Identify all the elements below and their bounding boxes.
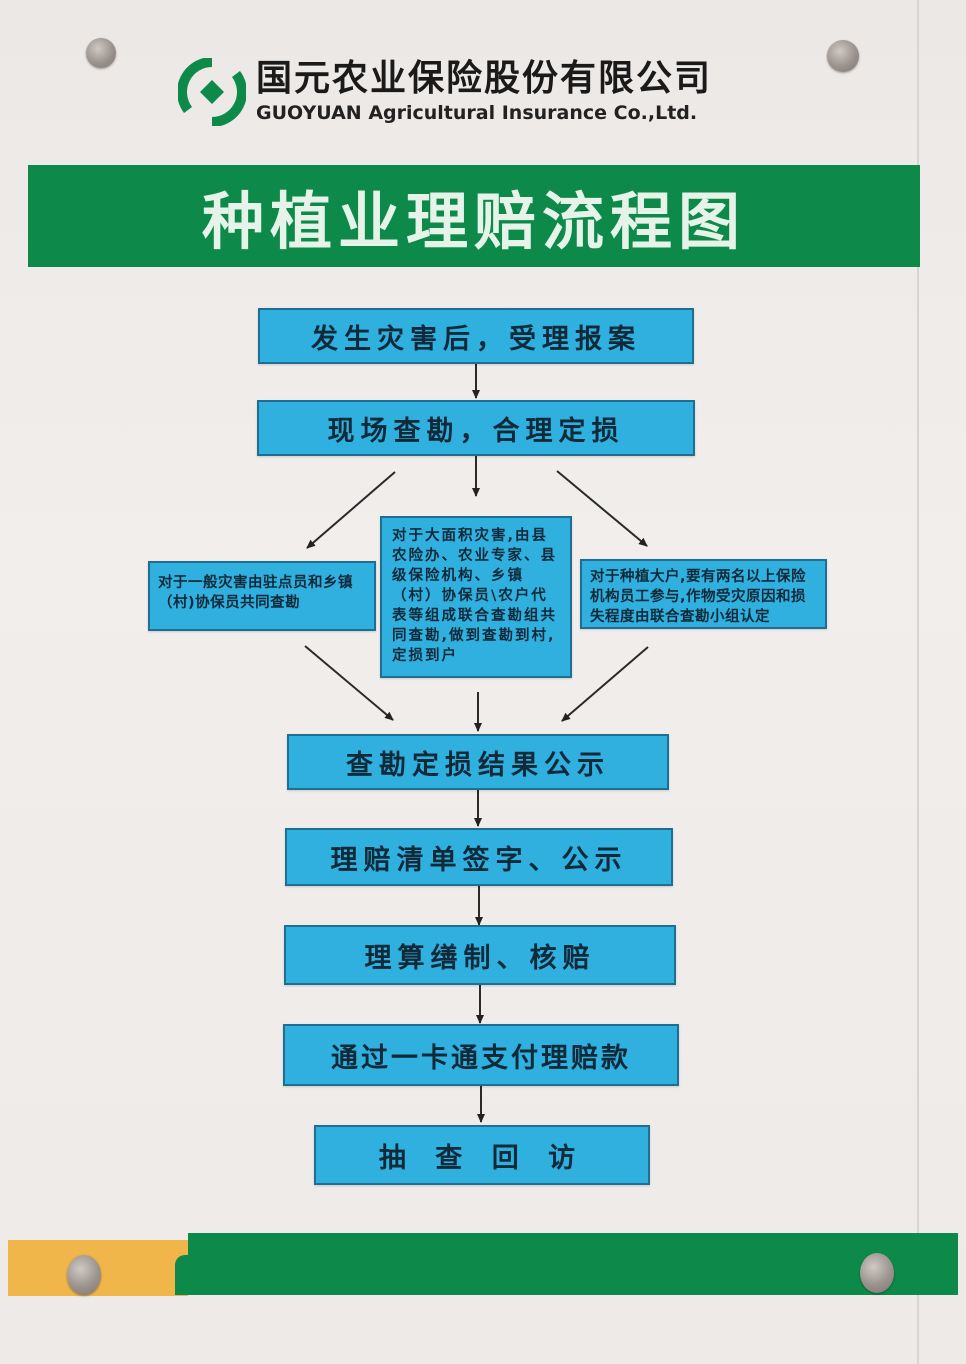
bolt-top-left-icon [86,38,116,68]
flow-branch-left: 对于一般灾害由驻点员和乡镇（村)协保员共同查勘 [148,561,376,631]
flow-step-5: 理算缮制、核赔 [284,925,676,985]
guoyuan-logo-icon [178,58,246,126]
flow-branch-label: 对于种植大户,要有两名以上保险机构员工参与,作物受灾原因和损失程度由联合查勘小组… [590,569,807,625]
flow-step-label: 查勘定损结果公示 [346,749,610,781]
panel-edge [917,0,919,1364]
page-title: 种植业理赔流程图 [201,185,746,258]
bolt-bottom-left-icon [67,1255,101,1295]
flow-step-3: 查勘定损结果公示 [287,734,669,790]
flow-step-label: 通过一卡通支付理赔款 [331,1042,631,1074]
flow-branch-center: 对于大面积灾害,由县农险办、农业专家、县级保险机构、乡镇（村）协保员\农户代表等… [380,516,572,678]
flow-step-4: 理赔清单签字、公示 [285,828,673,886]
bolt-bottom-right-icon [860,1253,894,1293]
flow-step-1: 发生灾害后，受理报案 [258,308,694,364]
flow-step-2: 现场查勘，合理定损 [257,400,695,456]
flow-step-label: 发生灾害后，受理报案 [311,323,641,355]
flow-step-7: 抽 查 回 访 [314,1125,650,1185]
title-banner: 种植业理赔流程图 [28,165,920,267]
flow-step-6: 通过一卡通支付理赔款 [283,1024,679,1086]
company-name-cn: 国元农业保险股份有限公司 [256,58,713,99]
company-name-en: GUOYUAN Agricultural Insurance Co.,Ltd. [256,102,698,124]
flow-step-label: 现场查勘，合理定损 [327,415,625,447]
flow-branch-label: 对于大面积灾害,由县农险办、农业专家、县级保险机构、乡镇（村）协保员\农户代表等… [392,528,557,664]
flow-step-label: 理算缮制、核赔 [364,942,596,974]
company-header: 国元农业保险股份有限公司 GUOYUAN Agricultural Insura… [178,58,712,126]
footer-green-stripe [188,1233,958,1295]
flow-step-label: 抽 查 回 访 [378,1142,586,1174]
flow-branch-right: 对于种植大户,要有两名以上保险机构员工参与,作物受灾原因和损失程度由联合查勘小组… [580,559,827,629]
flow-branch-label: 对于一般灾害由驻点员和乡镇（村)协保员共同查勘 [158,575,353,611]
flow-step-label: 理赔清单签字、公示 [330,844,628,876]
bolt-top-right-icon [827,40,859,72]
